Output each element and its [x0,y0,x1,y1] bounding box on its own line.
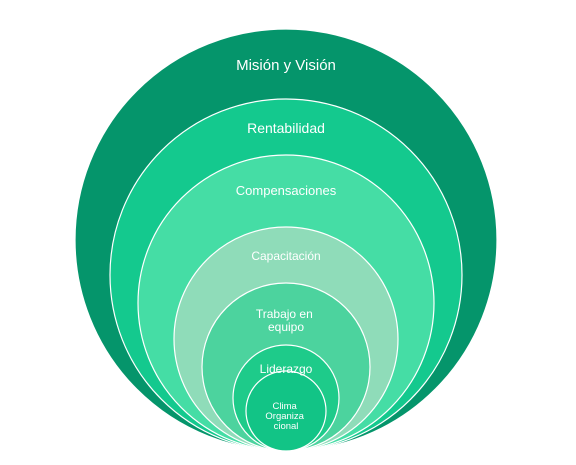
label-rentabilidad: Rentabilidad [247,120,325,136]
label-trabajo-line-1: Trabajo en [256,307,313,321]
label-liderazgo: Liderazgo [260,362,313,376]
label-capacitacion: Capacitación [251,249,320,263]
label-compensaciones: Compensaciones [236,183,337,198]
label-clima-line-3: cional [274,421,299,432]
label-clima-line-1: Clima [273,401,298,412]
circle-clima-organizacional [245,370,327,452]
label-trabajo-en-equipo: Trabajo en equipo [256,307,316,334]
label-mision-vision: Misión y Visión [236,57,336,74]
label-trabajo-line-2: equipo [268,320,304,334]
label-clima-line-2: Organiza [265,411,304,422]
label-clima-organizacional: Clima Organiza cional [265,401,306,432]
